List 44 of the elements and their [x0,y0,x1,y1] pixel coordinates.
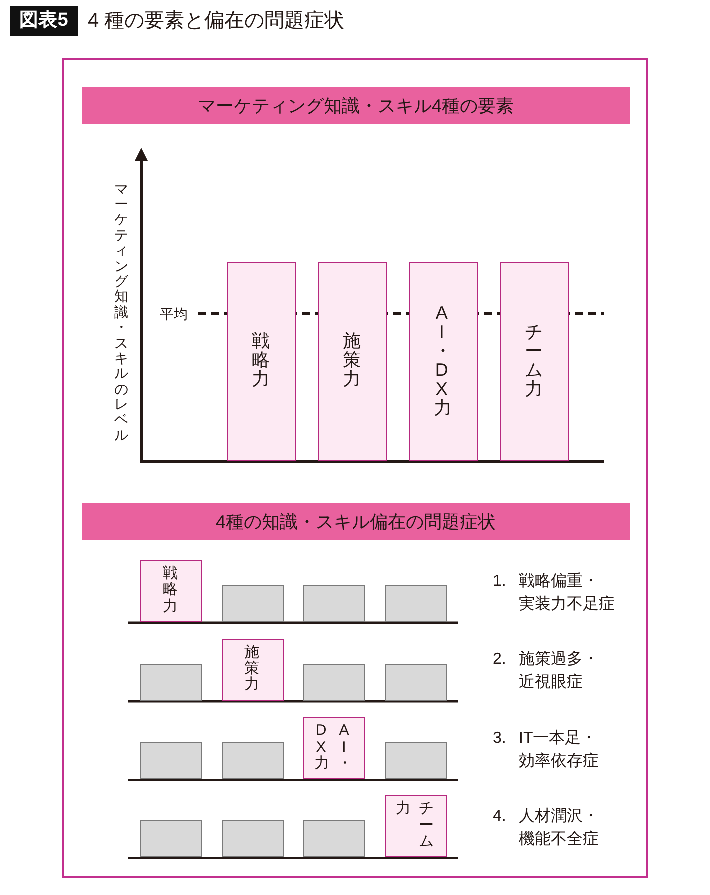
short-bar [140,664,202,700]
symptom-text: IT一本足・効率依存症 [519,728,600,772]
bar-label: チーム力 [524,322,543,400]
short-bar [140,742,202,780]
short-bar [222,742,284,780]
bar-label: 施策力 [342,332,361,390]
short-bar [384,664,446,700]
skill-bar [318,262,387,460]
list-number: 1. [493,572,506,592]
average-label: 平均 [160,304,188,324]
skill-bar [500,262,569,460]
section-header-band [82,87,630,124]
short-bar [222,585,284,622]
bar-label: チーム力 [396,801,434,852]
short-bar [303,585,365,622]
list-number: 3. [493,728,506,749]
bar-label: AI・DX力 [314,723,352,774]
bar-label: 戦略力 [163,566,178,616]
short-bar [222,820,284,858]
short-bar [384,585,446,622]
skill-bar [408,262,478,460]
highlighted-bar [303,717,365,780]
section-header-band [82,503,630,540]
figure-number-badge: 図表5 [10,6,78,36]
section-title: 4種の知識・スキル偏在の問題症状 [216,510,496,534]
list-number: 4. [493,806,506,827]
bar-label: 施策力 [244,644,260,694]
symptom-text: 施策過多・近視眼症 [519,650,600,693]
bar-label: 戦略力 [252,332,270,390]
axis-label: マーケティング知識・スキルのレベル [114,182,128,444]
title: 4 種の要素と偏在の問題症状 [88,9,345,34]
skill-bar [226,262,296,460]
bar-label: AI・DX力 [434,304,452,418]
short-bar [303,820,365,858]
short-bar [303,664,365,700]
highlighted-bar [140,560,202,622]
highlighted-bar [384,795,446,858]
section-title: マーケティング知識・スキル4種の要素 [198,94,514,118]
short-bar [140,820,202,858]
list-number: 2. [493,650,506,670]
symptom-text: 人材潤沢・機能不全症 [519,806,600,850]
short-bar [384,742,446,780]
symptom-text: 戦略偏重・実装力不足症 [519,572,616,614]
highlighted-bar [222,638,284,700]
